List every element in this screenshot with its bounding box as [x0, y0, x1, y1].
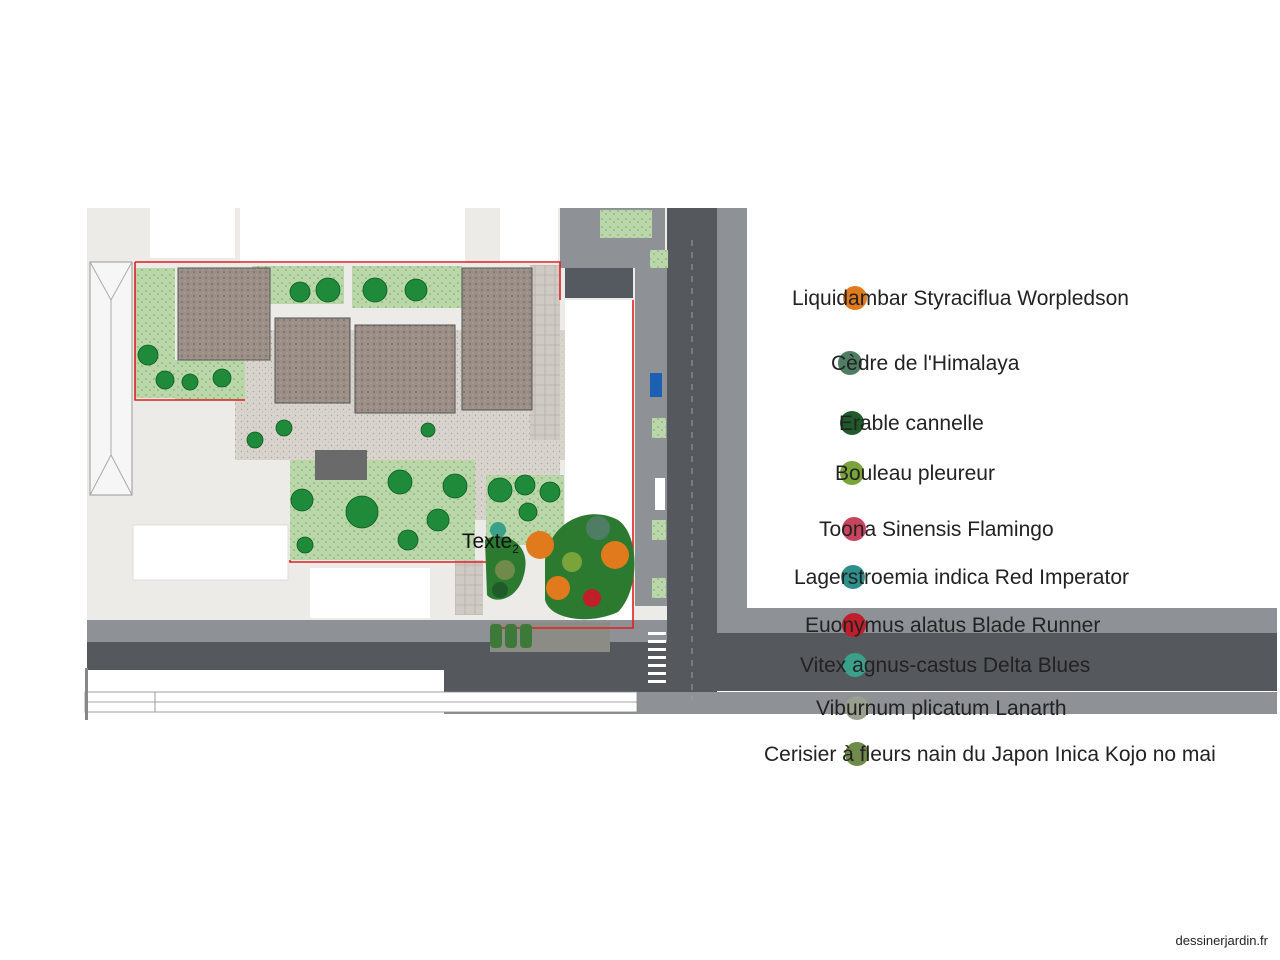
hedge [490, 624, 532, 648]
tree-symbol-icon [838, 351, 862, 375]
legend-item: Bouleau pleureur [835, 461, 995, 485]
tree-symbol-icon [840, 411, 864, 435]
tree-symbol-icon [840, 461, 864, 485]
plan-text-label: Texte2 [462, 530, 519, 557]
buildings [177, 267, 633, 652]
legend-item: Cerisier à fleurs nain du Japon Inica Ko… [764, 742, 1216, 766]
watermark: dessinerjardin.fr [1175, 933, 1269, 948]
property-boundary [134, 261, 634, 629]
tree-symbol-icon [841, 565, 865, 589]
tree-symbol-icon [845, 742, 869, 766]
tree-symbol-icon [843, 286, 867, 310]
legend-item: Viburnum plicatum Lanarth [816, 696, 1067, 720]
legend-item: Vitex agnus-castus Delta Blues [800, 653, 1091, 677]
legend-item: Liquidambar Styraciflua Worpledson [792, 286, 1129, 310]
existing-trees [137, 277, 561, 554]
tree-symbol-icon [842, 517, 866, 541]
roads [87, 208, 1277, 714]
legend-item: Cèdre de l'Himalaya [831, 351, 1020, 375]
planting-bed [485, 514, 635, 620]
tree-symbol-icon [845, 696, 869, 720]
title-block [82, 668, 638, 725]
tree-symbol-icon [843, 653, 867, 677]
legend-item: Toona Sinensis Flamingo [819, 517, 1054, 541]
legend-item: Lagerstroemia indica Red Imperator [794, 565, 1129, 589]
legend-item: Euonymus alatus Blade Runner [805, 613, 1101, 637]
legend-item: Erable cannelle [839, 411, 984, 435]
tree-symbol-icon [842, 613, 866, 637]
